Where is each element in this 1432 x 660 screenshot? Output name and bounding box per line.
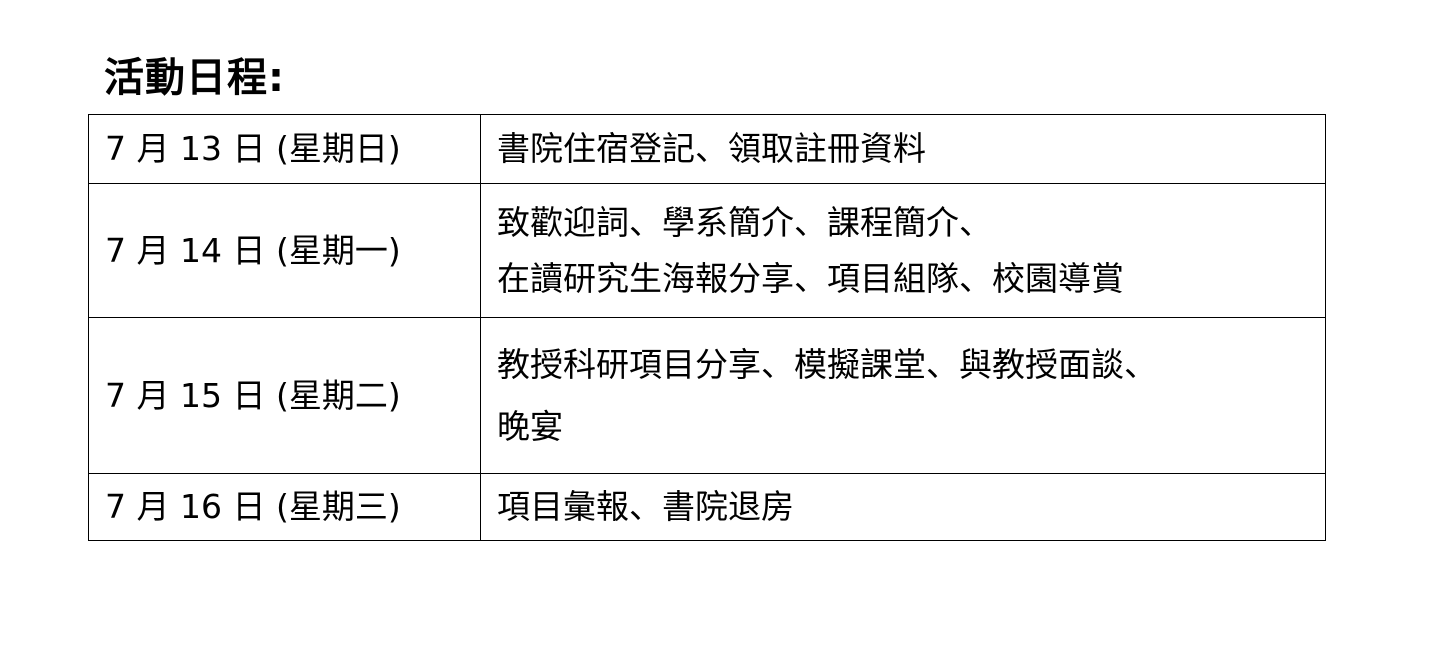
activity-text: 書院住宿登記、領取註冊資料 xyxy=(497,129,926,168)
date-cell: 7 月 14 日 (星期一) xyxy=(88,183,481,318)
page-title: 活動日程: xyxy=(104,55,285,101)
activity-cell: 書院住宿登記、領取註冊資料 xyxy=(480,114,1326,184)
date-cell: 7 月 15 日 (星期二) xyxy=(88,317,481,474)
table-row: 7 月 16 日 (星期三) 項目彙報、書院退房 xyxy=(88,473,1326,541)
activity-cell: 致歡迎詞、學系簡介、課程簡介、 在讀研究生海報分享、項目組隊、校園導賞 xyxy=(480,183,1326,318)
schedule-table: 7 月 13 日 (星期日) 書院住宿登記、領取註冊資料 7 月 14 日 (星… xyxy=(88,114,1326,541)
table-row: 7 月 14 日 (星期一) 致歡迎詞、學系簡介、課程簡介、 在讀研究生海報分享… xyxy=(88,183,1326,318)
activity-text: 致歡迎詞、學系簡介、課程簡介、 xyxy=(497,202,992,242)
activity-text: 教授科研項目分享、模擬課堂、與教授面談、 xyxy=(497,344,1157,384)
date-cell: 7 月 13 日 (星期日) xyxy=(88,114,481,184)
activity-text: 晚宴 xyxy=(497,406,563,446)
date-text: 7 月 13 日 (星期日) xyxy=(105,129,401,168)
activity-cell: 項目彙報、書院退房 xyxy=(480,473,1326,541)
activity-text: 在讀研究生海報分享、項目組隊、校園導賞 xyxy=(497,258,1124,298)
date-text: 7 月 14 日 (星期一) xyxy=(105,230,401,270)
table-row: 7 月 13 日 (星期日) 書院住宿登記、領取註冊資料 xyxy=(88,114,1326,184)
date-text: 7 月 15 日 (星期二) xyxy=(105,375,401,415)
date-cell: 7 月 16 日 (星期三) xyxy=(88,473,481,541)
activity-cell: 教授科研項目分享、模擬課堂、與教授面談、 晚宴 xyxy=(480,317,1326,474)
date-text: 7 月 16 日 (星期三) xyxy=(105,487,401,526)
activity-text: 項目彙報、書院退房 xyxy=(497,487,794,526)
table-row: 7 月 15 日 (星期二) 教授科研項目分享、模擬課堂、與教授面談、 晚宴 xyxy=(88,317,1326,474)
